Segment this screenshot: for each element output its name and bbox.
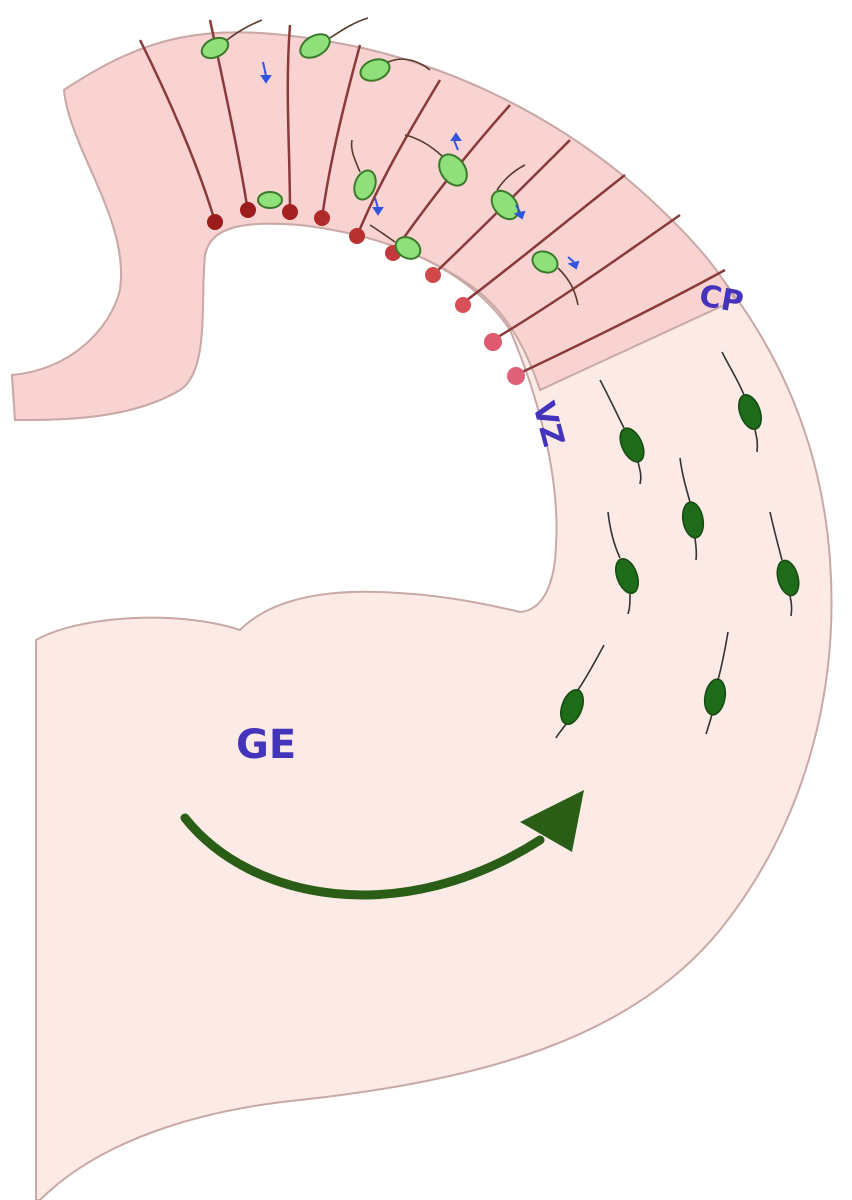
label-ge: GE <box>236 722 296 768</box>
radial-neurons <box>200 33 559 274</box>
radial-neuron-processes <box>226 17 579 306</box>
label-cp: CP <box>697 278 746 320</box>
small-migration-arrow-icon <box>260 61 580 270</box>
tangential-neuron-processes <box>555 351 793 739</box>
upper-tissue <box>10 31 737 422</box>
radial-glia-fibers <box>138 19 726 377</box>
radial-glia-somata <box>207 202 525 385</box>
curved-arrow-icon <box>180 790 584 900</box>
